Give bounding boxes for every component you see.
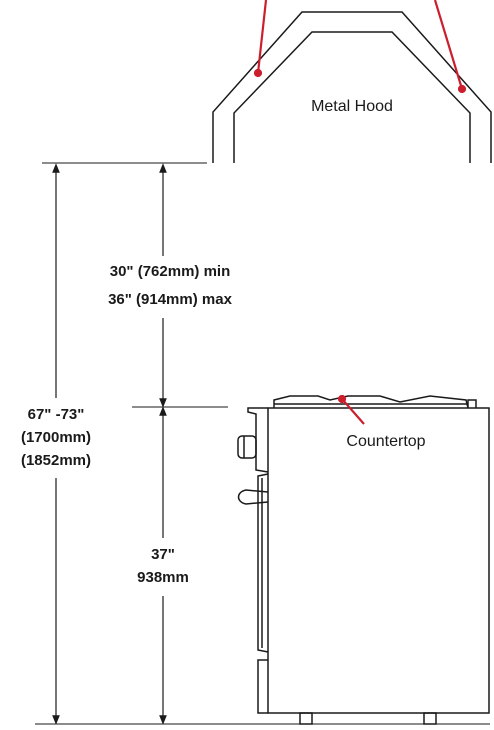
hood-label: Metal Hood <box>311 98 393 115</box>
dimension-arrows <box>52 163 167 725</box>
hood-pointers <box>253 0 467 94</box>
control-knob <box>237 435 257 459</box>
clearance-min-label: 30" (762mm) min <box>109 263 231 280</box>
range-side-view <box>237 395 490 725</box>
reference-lines <box>35 162 490 725</box>
total-height-label-3: (1852mm) <box>20 452 92 469</box>
range-height-label-2: 938mm <box>137 569 189 586</box>
burner-grates <box>273 395 469 409</box>
control-panel <box>247 407 269 473</box>
hood-outer-outline <box>212 11 492 163</box>
countertop-pointer <box>337 394 365 425</box>
door-handle <box>237 489 269 505</box>
total-height-label-2: (1700mm) <box>20 429 92 446</box>
range-foot-front <box>299 712 313 725</box>
storage-drawer <box>257 659 268 714</box>
countertop-label: Countertop <box>346 433 426 450</box>
range-body <box>267 407 490 714</box>
metal-hood <box>212 11 492 163</box>
clearance-max-label: 36" (914mm) max <box>108 291 232 308</box>
range-height-label-1: 37" <box>151 546 175 563</box>
hood-inner-outline <box>233 31 471 163</box>
total-height-label-1: 67" -73" <box>27 406 85 423</box>
range-foot-back <box>423 712 437 725</box>
oven-door <box>257 473 269 653</box>
